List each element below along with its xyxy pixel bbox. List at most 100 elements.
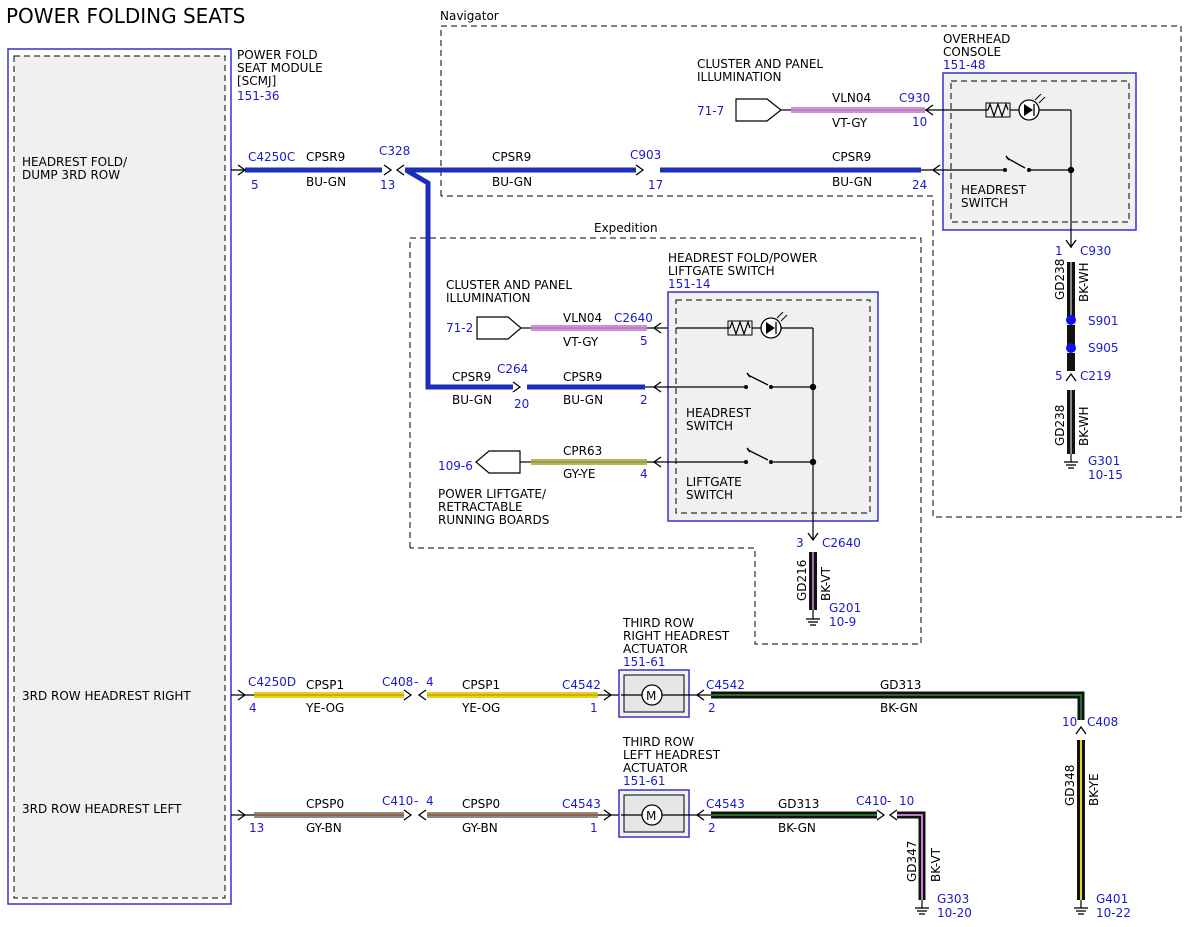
c4250d-pin: 4	[249, 701, 257, 715]
right-gd313-circuit: GD313	[880, 678, 921, 692]
cpsp0-wire	[254, 812, 598, 818]
c4542-in-pin: 1	[590, 701, 598, 715]
exp-cpsr-circuit-2: CPSR9	[563, 370, 602, 384]
cpsp1-connector-marks	[231, 689, 621, 701]
c408-gnd-arrow	[1075, 725, 1087, 735]
scmj-module-ref: 151-36	[237, 89, 280, 103]
c4543-out-pin: 2	[708, 821, 716, 835]
expedition-region	[409, 237, 922, 645]
splice-s905	[1066, 343, 1076, 353]
exp-gd216-circuit: GD216	[795, 560, 809, 601]
c219-arrow	[1065, 372, 1077, 382]
c410-gnd-arrow-in	[876, 809, 886, 821]
nav-vln-circuit: VLN04	[832, 91, 871, 105]
right-motor-icon: M	[621, 684, 711, 706]
cpsr9-circuit-3: CPSR9	[832, 150, 871, 164]
cpsp0-circuit-2: CPSP0	[462, 797, 500, 811]
c4543-in-pin: 1	[590, 821, 598, 835]
c930-pin-24: 24	[912, 178, 927, 192]
nav-c930-gnd-pin: 1	[1055, 244, 1063, 258]
exp-cpr-color: GY-YE	[563, 467, 595, 481]
cpsp0-color-2: GY-BN	[462, 821, 498, 835]
c410-gnd-dash: -	[887, 794, 891, 808]
c408-dash: -	[414, 675, 418, 689]
exp-c2640-pin-2: 2	[640, 393, 648, 407]
cpsr9-circuit-1: CPSR9	[306, 150, 345, 164]
gd348-wire	[1077, 740, 1085, 900]
nav-c930-pin-10: 10	[912, 115, 927, 129]
right-gd313-wire	[711, 691, 1085, 720]
ground-g201: G201	[829, 601, 861, 615]
navigator-region	[440, 25, 1182, 518]
cpsr9-color-2: BU-GN	[492, 175, 532, 189]
c408-label: C408	[382, 675, 413, 689]
scmj-module-body	[13, 55, 226, 899]
nav-c930-gnd-label: C930	[1080, 244, 1111, 258]
exp-cpr-circuit: CPR63	[563, 444, 602, 458]
exp-vln-circuit: VLN04	[563, 311, 602, 325]
gd347-wire	[897, 811, 926, 900]
cpsp0-connector-marks	[231, 809, 621, 821]
exp-gd216-wire	[809, 552, 817, 610]
exp-lamp-icon	[676, 311, 814, 540]
c4250d-label: C4250D	[248, 675, 296, 689]
nav-gd238-color-1: BK-WH	[1077, 262, 1091, 302]
cpsr9-wire	[245, 167, 921, 390]
c4543-in-label: C4543	[562, 797, 601, 811]
exp-cpsr-color-1: BU-GN	[452, 393, 492, 407]
c4543-out-label: C4543	[706, 797, 745, 811]
exp-cluster-ref: 71-2	[446, 321, 473, 335]
nav-cluster-connector-icon	[735, 98, 782, 122]
cpsp1-circuit-2: CPSP1	[462, 678, 500, 692]
c328-label: C328	[379, 144, 410, 158]
c219-pin: 5	[1055, 369, 1063, 383]
c408-gnd-label: C408	[1087, 715, 1118, 729]
gd347-color: BK-VT	[929, 847, 943, 882]
splice-s901	[1066, 315, 1076, 325]
c4543-out-arrow	[695, 809, 705, 821]
splice-s905-label: S905	[1088, 341, 1119, 355]
cpsp1-color-1: YE-OG	[305, 701, 344, 715]
nav-gd238-circuit-2: GD238	[1053, 405, 1067, 446]
c408-gnd-pin: 10	[1062, 715, 1077, 729]
exp-liftgate-switch-icon	[666, 447, 817, 466]
c4542-out-arrow	[695, 689, 705, 701]
c4542-in-label: C4542	[562, 678, 601, 692]
exp-c2640-gnd-arrow	[807, 532, 819, 542]
exp-cpsr-color-2: BU-GN	[563, 393, 603, 407]
nav-gd238-color-2: BK-WH	[1077, 406, 1091, 446]
left-gd313-circuit: GD313	[778, 797, 819, 811]
nav-gd238-link-2	[1067, 353, 1075, 371]
exp-switch-inner	[675, 299, 871, 514]
svg-text:M: M	[646, 809, 656, 823]
gd348-color: BK-YE	[1087, 773, 1101, 806]
exp-c2640-gnd-label: C2640	[822, 536, 861, 550]
c264-pin: 20	[514, 397, 529, 411]
cpsp1-color-2: YE-OG	[461, 701, 500, 715]
nav-gd238-circuit-1: GD238	[1053, 259, 1067, 300]
cpsp0-color-1: GY-BN	[306, 821, 342, 835]
nav-gd238-wire-2	[1067, 390, 1075, 454]
c219-label: C219	[1080, 369, 1111, 383]
ground-g201-ref: 10-9	[829, 615, 856, 629]
exp-c2640-pin-5: 5	[640, 334, 648, 348]
ground-g303: G303	[937, 892, 969, 906]
overhead-console-ref: 151-48	[943, 58, 986, 72]
nav-c930-label: C930	[899, 91, 930, 105]
exp-gd216-color: BK-VT	[819, 566, 833, 601]
c903-pin: 17	[648, 178, 663, 192]
cpsr9-connector-marks	[231, 164, 942, 393]
ground-g201-icon	[806, 610, 820, 626]
exp-liftgate-connector-icon	[475, 450, 521, 474]
nav-vln-color: VT-GY	[832, 116, 868, 130]
exp-c2640-label: C2640	[614, 311, 653, 325]
